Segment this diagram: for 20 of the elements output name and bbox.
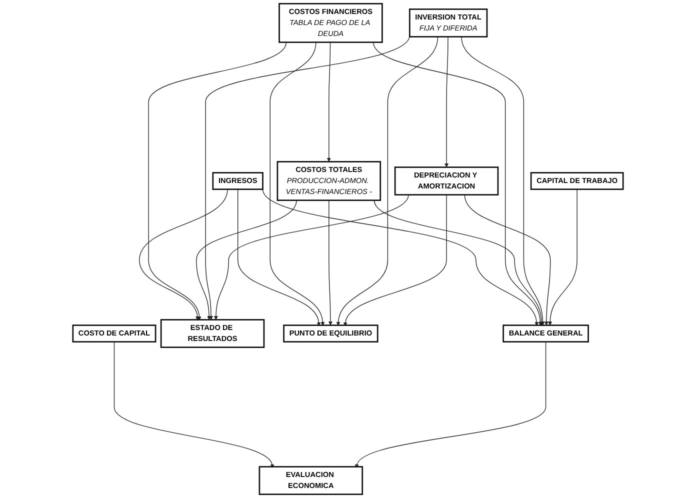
arrow bbox=[464, 194, 551, 326]
arrow bbox=[270, 42, 324, 326]
arrow bbox=[214, 194, 409, 320]
arrow bbox=[444, 36, 449, 168]
arrow bbox=[374, 200, 544, 326]
arrow bbox=[326, 42, 331, 162]
arrow bbox=[262, 188, 538, 326]
arrow bbox=[461, 36, 545, 326]
arrow bbox=[548, 188, 578, 326]
arrow bbox=[139, 188, 228, 320]
arrow bbox=[238, 188, 320, 326]
arrow bbox=[356, 341, 546, 468]
arrow bbox=[205, 35, 410, 320]
arrow bbox=[336, 36, 438, 326]
arrow bbox=[114, 341, 274, 468]
arrow bbox=[344, 194, 447, 326]
arrow bbox=[196, 200, 297, 320]
arrow bbox=[148, 42, 287, 320]
arrow bbox=[328, 200, 332, 326]
arrow bbox=[373, 42, 542, 326]
